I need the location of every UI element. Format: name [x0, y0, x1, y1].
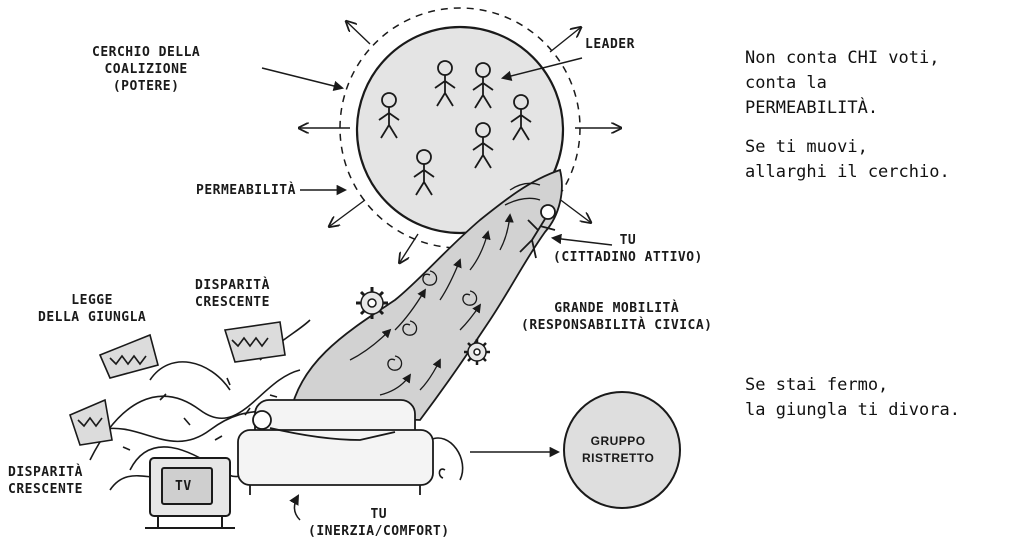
- tv-label: TV: [175, 479, 192, 494]
- you-active-label: TU (CITTADINO ATTIVO): [553, 233, 703, 265]
- expansion-arrows: [300, 22, 620, 262]
- you-inert-label: TU (INERZIA/COMFORT): [308, 507, 450, 539]
- note-jungle: Se stai fermo, la giungla ti divora.: [745, 375, 960, 420]
- disparity-left-label: DISPARITÀ CRESCENTE: [8, 465, 83, 497]
- mobility-label: GRANDE MOBILITÀ (RESPONSABILITÀ CIVICA): [521, 301, 713, 333]
- permeability-label: PERMEABILITÀ: [196, 183, 296, 198]
- stick-figure-icon: [378, 60, 532, 196]
- monster-head-icon: [69, 321, 286, 446]
- group-label: GRUPPO RISTRETTO: [582, 434, 655, 465]
- coalition-label: CERCHIO DELLA COALIZIONE (POTERE): [92, 45, 201, 94]
- jungle-law-label: LEGGE DELLA GIUNGLA: [38, 293, 147, 325]
- mobility-stream: [288, 168, 563, 421]
- leader-label: LEADER: [585, 37, 635, 52]
- sofa-icon: [237, 399, 434, 495]
- group-circle: [563, 391, 681, 509]
- arrow-icon: [261, 57, 613, 521]
- gear-icon: [356, 287, 490, 365]
- note-permeability: Non conta CHI voti, conta la PERMEABILIT…: [745, 48, 950, 182]
- disparity-top-label: DISPARITÀ CRESCENTE: [195, 278, 270, 310]
- tv-icon: [145, 457, 235, 529]
